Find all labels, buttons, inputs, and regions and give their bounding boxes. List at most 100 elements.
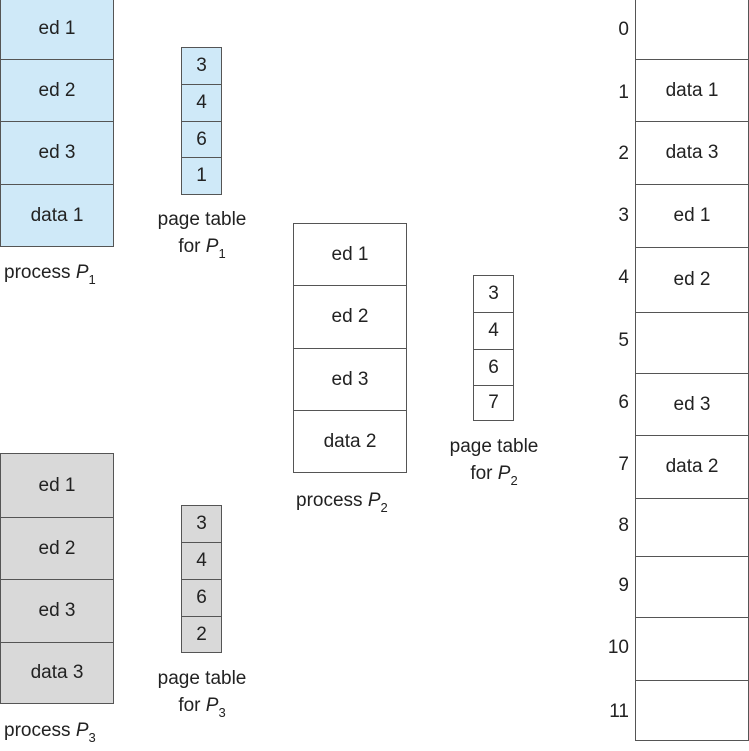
process-p3-page: ed 1 [0, 453, 114, 518]
label-var: P [205, 236, 219, 257]
frame-content: ed 1 [673, 205, 711, 226]
process-p2-page: ed 3 [293, 348, 407, 411]
page-table-entry: 4 [473, 312, 514, 350]
label-line1: page table [157, 668, 247, 689]
entry-value: 3 [196, 55, 207, 76]
process-p2-page: ed 1 [293, 223, 407, 286]
page-table-entry: 4 [181, 542, 222, 580]
page-table-entry: 7 [473, 385, 514, 421]
entry-value: 6 [196, 129, 207, 150]
frame-content: data 1 [665, 79, 719, 101]
memory-frame: ed 3 [635, 373, 749, 436]
frame-number: 10 [607, 637, 629, 658]
entry-value: 2 [196, 623, 207, 645]
page-table-entry: 4 [181, 84, 222, 122]
page-table-p2-label: page table for P2 [438, 433, 550, 494]
page-table-entry: 3 [473, 275, 514, 313]
entry-value: 6 [196, 587, 207, 608]
memory-frame [635, 680, 749, 741]
frame-content: ed 3 [673, 393, 711, 415]
label-line1: page table [157, 209, 247, 230]
label-sub: 2 [510, 473, 518, 488]
frame-content: data 2 [665, 456, 719, 477]
memory-frame: ed 1 [635, 184, 749, 248]
label-line2: for P2 [438, 460, 550, 494]
page-label: data 1 [30, 204, 84, 226]
page-label: ed 3 [38, 600, 76, 621]
process-p2-page: data 2 [293, 410, 407, 473]
label-line2: for P3 [146, 692, 258, 726]
process-p2-page: ed 2 [293, 285, 407, 349]
entry-value: 3 [196, 513, 207, 534]
page-label: data 3 [30, 662, 84, 683]
memory-frame: data 1 [635, 59, 749, 122]
page-table-p1-label: page table for P1 [146, 206, 258, 267]
frame-number: 6 [618, 392, 629, 413]
page-label: ed 1 [38, 18, 76, 39]
entry-value: 4 [488, 320, 499, 341]
process-p3-page: ed 2 [0, 517, 114, 580]
page-label: ed 2 [331, 306, 369, 327]
label-sub: 3 [218, 705, 226, 720]
frame-number: 11 [609, 701, 629, 722]
process-p1-page: ed 1 [0, 0, 114, 60]
process-p3-page: ed 3 [0, 579, 114, 643]
page-label: data 2 [323, 430, 377, 452]
page-table-p3-label: page table for P3 [146, 665, 258, 726]
page-label: ed 1 [38, 474, 76, 496]
frame-content: data 3 [665, 142, 719, 163]
memory-frame: ed 2 [635, 247, 749, 313]
page-label: ed 3 [331, 368, 369, 390]
entry-value: 1 [196, 165, 207, 186]
frame-number: 4 [618, 267, 629, 288]
memory-frame [635, 0, 749, 60]
entry-value: 6 [488, 356, 499, 378]
label-var: P [367, 490, 381, 511]
label-var: P [75, 262, 89, 283]
label-prefix: process [4, 262, 76, 283]
label-prefix: process [4, 720, 76, 741]
label-prefix: for [178, 695, 206, 716]
page-table-entry: 6 [181, 579, 222, 617]
label-prefix: for [178, 236, 206, 257]
label-sub: 1 [218, 246, 226, 261]
page-label: ed 2 [38, 537, 76, 559]
label-line2: for P1 [146, 233, 258, 267]
memory-frame [635, 556, 749, 618]
page-label: ed 3 [38, 142, 76, 163]
process-p3-label: process P3 [4, 717, 96, 751]
process-p3-page: data 3 [0, 642, 114, 704]
memory-frame: data 3 [635, 121, 749, 185]
label-sub: 3 [88, 730, 96, 745]
entry-value: 4 [196, 92, 207, 113]
process-p1-page: ed 3 [0, 121, 114, 185]
page-table-entry: 2 [181, 616, 222, 653]
process-p2-label: process P2 [296, 487, 388, 521]
page-table-entry: 3 [181, 47, 222, 85]
frame-number: 1 [618, 82, 629, 103]
label-prefix: process [296, 490, 368, 511]
entry-value: 3 [488, 283, 499, 304]
page-table-entry: 1 [181, 157, 222, 195]
memory-frame [635, 617, 749, 681]
frame-number: 3 [618, 205, 629, 226]
label-prefix: for [470, 463, 498, 484]
label-sub: 1 [88, 272, 96, 287]
frame-number: 7 [618, 454, 629, 475]
memory-frame [635, 312, 749, 374]
frame-content: ed 2 [673, 269, 711, 290]
page-label: ed 1 [331, 243, 369, 265]
entry-value: 4 [196, 550, 207, 571]
frame-number: 9 [618, 575, 629, 596]
frame-number: 8 [618, 515, 629, 536]
frame-number: 2 [618, 143, 629, 164]
process-p1-label: process P1 [4, 259, 96, 293]
page-table-entry: 6 [181, 121, 222, 159]
label-sub: 2 [380, 500, 388, 515]
process-p1-page: data 1 [0, 184, 114, 247]
page-table-entry: 6 [473, 349, 514, 386]
label-var: P [75, 720, 89, 741]
memory-frame [635, 498, 749, 557]
label-line1: page table [449, 436, 539, 457]
process-p1-page: ed 2 [0, 59, 114, 122]
